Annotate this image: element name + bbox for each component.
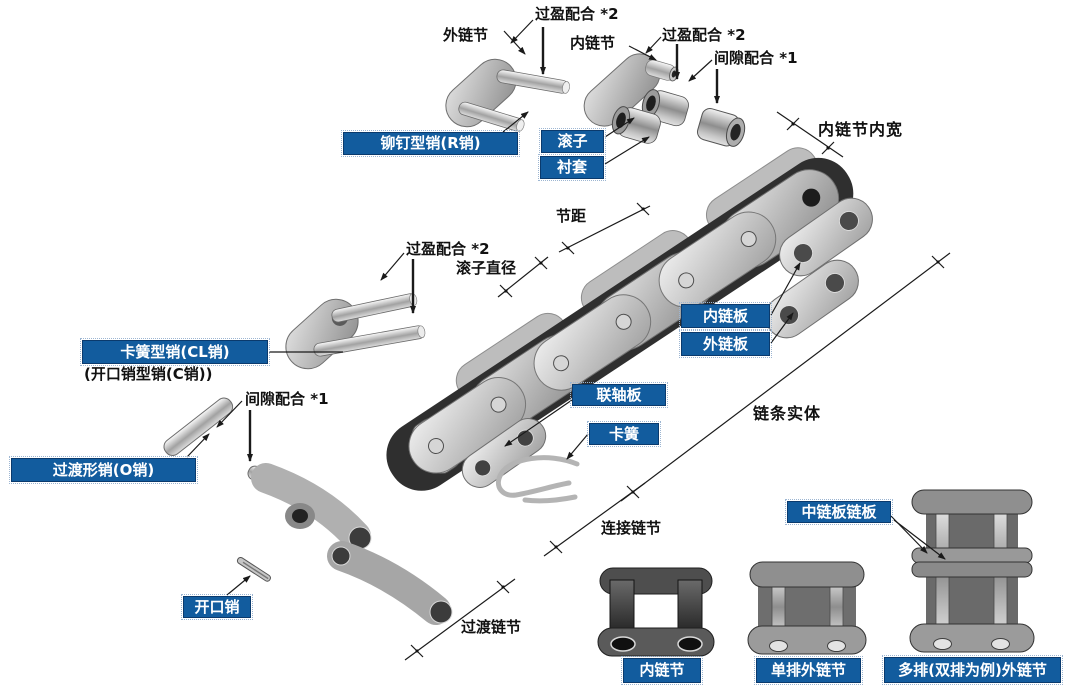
coupling-plate-drawing	[461, 418, 547, 488]
bushing-drawing	[696, 108, 746, 147]
note-pitch: 节距	[556, 207, 587, 225]
note-inner-link: 内链节	[570, 34, 616, 52]
note-cotter-pin-type: (开口销型销(C销))	[84, 365, 213, 383]
label-multi-outer-link: 多排(双排为例)外链节	[882, 655, 1063, 685]
label-bushing: 衬套	[538, 154, 606, 181]
note-offset-link: 过渡链节	[461, 618, 522, 636]
main-chain-drawing	[386, 147, 854, 491]
dimension-lines	[404, 111, 951, 661]
label-clip-pin: 卡簧型销(CL销)	[80, 338, 270, 366]
label-middle-plate: 中链板链板	[785, 499, 893, 525]
outer-link-drawing	[445, 58, 570, 132]
single-outer-assembly-drawing	[747, 561, 867, 655]
note-outer-link: 外链节	[443, 26, 489, 44]
cl-link-drawing	[285, 293, 426, 370]
note-inner-link-inner-width: 内链节内宽	[818, 120, 904, 139]
cotter-pin-drawing	[236, 556, 271, 582]
label-inner-link: 内链节	[621, 656, 703, 685]
leader-lines	[186, 19, 946, 596]
note-clearance-fit-2: 间隙配合 *1	[245, 390, 329, 408]
circlip-drawing	[495, 455, 580, 504]
inner-plate-drawing	[779, 197, 873, 277]
label-circlip: 卡簧	[587, 421, 661, 447]
note-chain-body: 链条实体	[753, 404, 822, 423]
note-interference-fit-2: 过盈配合 *2	[662, 26, 746, 44]
note-roller-diameter: 滚子直径	[456, 259, 517, 277]
o-pin-drawing	[163, 397, 234, 456]
label-rivet-pin: 铆钉型销(R销)	[341, 130, 520, 157]
label-roller: 滚子	[539, 128, 606, 155]
label-offset-pin: 过渡形销(O销)	[9, 456, 198, 484]
label-coupling-plate: 联轴板	[570, 382, 668, 408]
multi-outer-assembly-drawing	[909, 489, 1035, 653]
offset-link-drawing	[247, 463, 453, 625]
inner-link-assembly-drawing	[597, 567, 715, 657]
label-cotter-pin: 开口销	[181, 594, 253, 620]
label-inner-plate: 内链板	[679, 302, 772, 330]
inner-link-drawing	[583, 53, 689, 144]
note-clearance-fit-1: 间隙配合 *1	[714, 49, 798, 67]
note-connecting-link: 连接链节	[601, 519, 662, 537]
label-outer-plate: 外链板	[679, 330, 772, 358]
note-interference-fit-1: 过盈配合 *2	[535, 5, 619, 23]
label-single-outer-link: 单排外链节	[754, 656, 863, 685]
note-interference-fit-3: 过盈配合 *2	[406, 240, 490, 258]
